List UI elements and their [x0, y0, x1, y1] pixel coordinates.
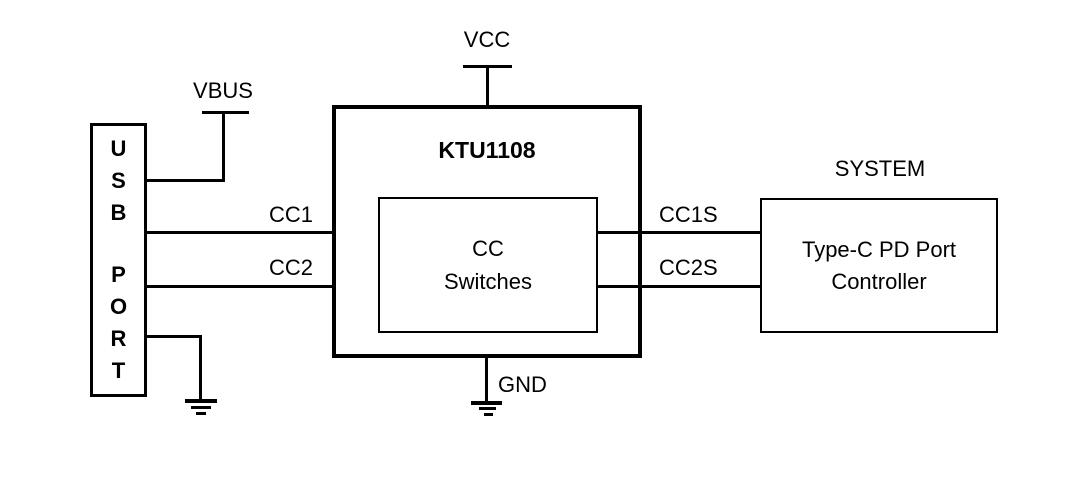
vcc-label: VCC [463, 27, 511, 52]
usb-ground-icon [196, 412, 206, 415]
cc2-wire [147, 285, 380, 288]
gnd-ground-icon [479, 407, 496, 410]
cc-switches-line2: Switches [443, 269, 533, 294]
system-label: SYSTEM [834, 156, 926, 181]
ktu1108-title: KTU1108 [438, 137, 536, 163]
usb-ground-wire-vertical [199, 335, 202, 401]
pd-controller-line2: Controller [831, 268, 927, 294]
cc2s-wire [596, 285, 761, 288]
usb-letter: S [111, 168, 126, 193]
pd-controller-box: Type-C PD Port Controller [760, 198, 998, 333]
gnd-label: GND [498, 372, 547, 397]
usb-letter: U [110, 136, 127, 161]
cc1-wire [147, 231, 380, 234]
usb-letter: T [111, 358, 126, 383]
vbus-wire-horizontal [147, 179, 225, 182]
usb-ground-icon [191, 406, 211, 409]
vbus-label: VBUS [193, 78, 253, 103]
usb-letter: P [111, 262, 126, 287]
usb-letter: R [110, 326, 127, 351]
cc-switches-line1: CC [472, 236, 504, 261]
cc2-label: CC2 [268, 255, 313, 280]
vbus-wire-vertical [222, 111, 225, 181]
cc1s-wire [596, 231, 761, 234]
vcc-wire-vertical [486, 65, 489, 107]
vbus-power-rail-icon [202, 111, 249, 114]
cc-switches-box: CC Switches [378, 197, 598, 333]
pd-controller-line1: Type-C PD Port [801, 236, 957, 262]
usb-letter: B [110, 200, 127, 225]
usb-port-box: U S B P O R T [90, 123, 147, 397]
cc2s-label: CC2S [659, 255, 718, 280]
usb-letter: O [109, 294, 128, 319]
cc1s-label: CC1S [659, 202, 718, 227]
usb-ground-wire-horizontal [147, 335, 202, 338]
cc1-label: CC1 [268, 202, 313, 227]
gnd-wire-vertical [485, 358, 488, 402]
gnd-ground-icon [471, 401, 502, 405]
gnd-ground-icon [484, 413, 493, 416]
usb-ground-icon [185, 399, 217, 403]
